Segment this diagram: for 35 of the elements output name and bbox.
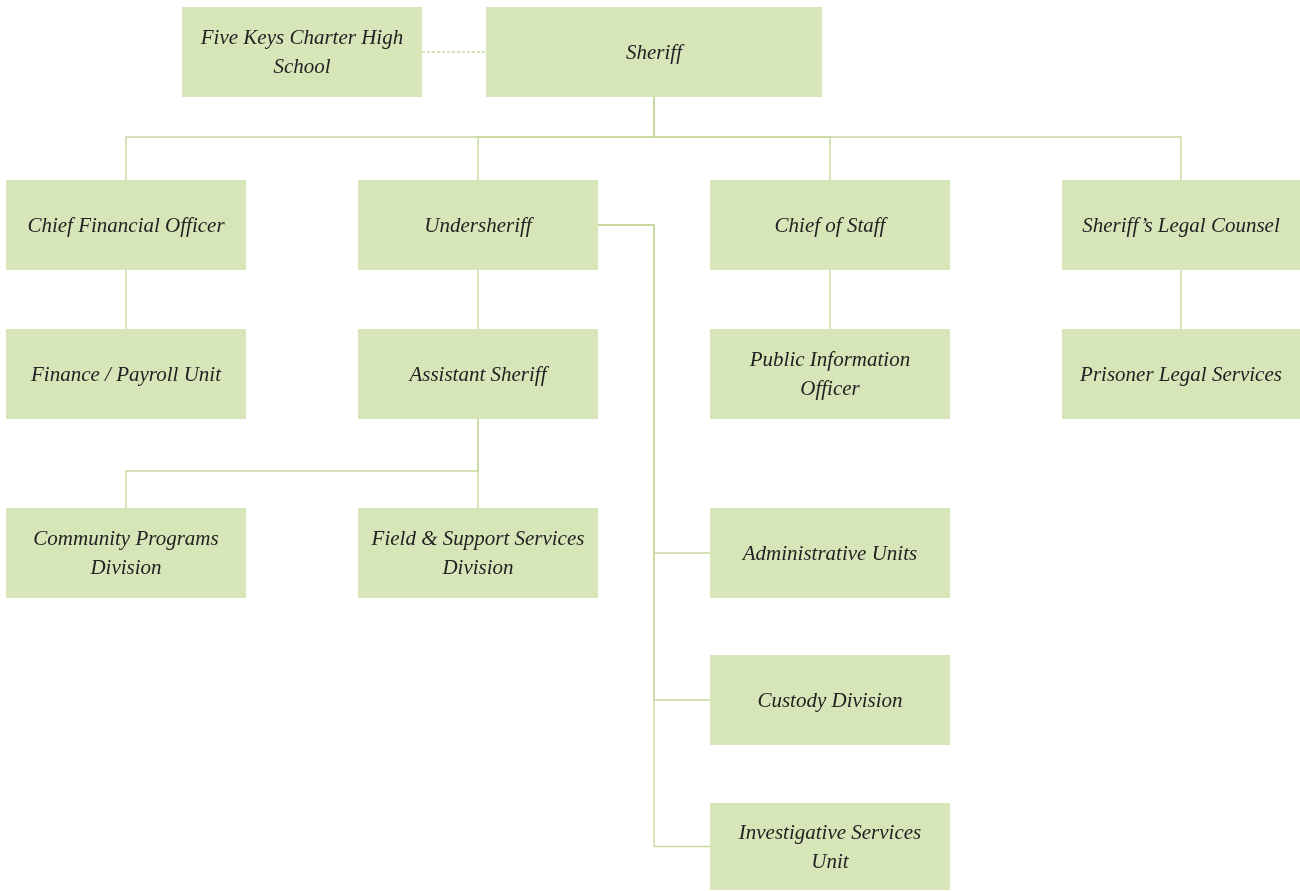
org-chart-box	[358, 180, 598, 270]
connector-line	[477, 269, 479, 330]
org-chart-box	[182, 7, 422, 97]
box-label: Finance / Payroll Unit	[31, 360, 221, 388]
org-chart-box	[358, 329, 598, 419]
org-chart-box	[710, 803, 950, 890]
org-chart-box	[1062, 180, 1300, 270]
org-chart-box	[710, 180, 950, 270]
org-chart-box	[358, 508, 598, 598]
org-chart-box	[710, 508, 950, 598]
box-label: Community Programs Division	[32, 525, 220, 581]
org-chart-box	[486, 7, 822, 97]
org-chart-box	[6, 329, 246, 419]
org-chart-box	[6, 180, 246, 270]
org-chart-box	[710, 655, 950, 745]
connector-line	[125, 269, 127, 330]
box-label: Sheriff’s Legal Counsel	[1082, 211, 1280, 239]
box-label: Chief of Staff	[774, 211, 886, 239]
box-label: Investigative Services Unit	[737, 818, 923, 875]
box-label: Chief Financial Officer	[27, 211, 225, 239]
box-label: Undersheriff	[424, 211, 532, 239]
box-label: Administrative Units	[742, 539, 918, 567]
connector-line	[829, 269, 831, 330]
box-label: Public Information Officer	[748, 346, 912, 402]
box-label: Five Keys Charter High School	[199, 24, 405, 80]
box-label: Assistant Sheriff	[409, 360, 547, 388]
connector-line	[421, 51, 487, 53]
box-label: Prisoner Legal Services	[1080, 360, 1282, 388]
org-chart-box	[1062, 329, 1300, 419]
connector-line	[1180, 269, 1182, 330]
org-chart-box	[6, 508, 246, 598]
connector-line	[477, 418, 479, 509]
box-label: Custody Division	[757, 686, 903, 714]
box-label: Field & Support Services Division	[370, 525, 586, 581]
org-chart-box	[710, 329, 950, 419]
